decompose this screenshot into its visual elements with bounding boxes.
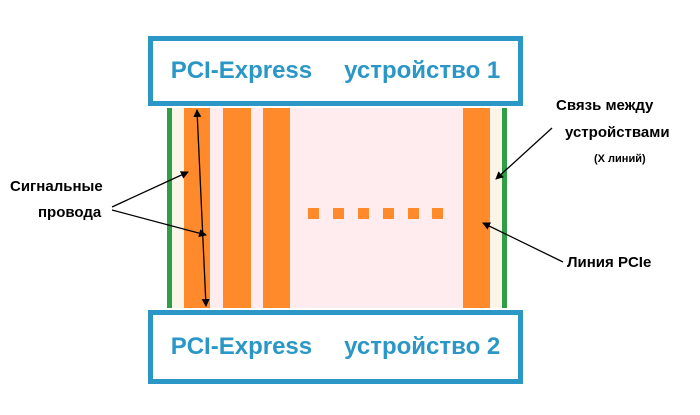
- device-2-name: PCI-Express: [170, 333, 313, 360]
- link-edge-right: [502, 108, 507, 308]
- link-arrow: [495, 127, 553, 180]
- device-1-name: PCI-Express: [170, 57, 313, 84]
- link-label-line2: устройствами: [565, 124, 670, 141]
- pcie-lane-2: [223, 108, 251, 308]
- link-margin-right: [490, 108, 502, 308]
- ellipsis-dot: [358, 208, 369, 219]
- device-1-box: PCI-Express устройство 1: [148, 36, 523, 106]
- pcie-lane-3: [263, 108, 290, 308]
- wire-length-arrow: [193, 109, 210, 307]
- device-1-label: устройство 1: [344, 57, 501, 84]
- device-2-label: устройство 2: [344, 333, 501, 360]
- signal-wires-label-line1: Сигнальные: [10, 178, 103, 195]
- link-margin-left: [172, 108, 184, 308]
- ellipsis-dot: [408, 208, 419, 219]
- ellipsis-dot: [432, 208, 443, 219]
- wires-arrow-2: [111, 209, 207, 238]
- wires-arrow-1: [111, 171, 189, 208]
- lane-arrow: [482, 222, 564, 263]
- pcie-lane-n: [463, 108, 490, 308]
- ellipsis-dot: [383, 208, 394, 219]
- signal-wires-label-line2: провода: [38, 204, 102, 221]
- ellipsis-dot: [333, 208, 344, 219]
- ellipsis-dot: [308, 208, 319, 219]
- link-edge-left: [167, 108, 172, 308]
- device-2-box: PCI-Express устройство 2: [148, 310, 523, 384]
- link-label-line3: (X линий): [594, 153, 646, 165]
- lane-label: Линия PCIe: [567, 254, 652, 271]
- link-label-line1: Связь между: [556, 97, 654, 114]
